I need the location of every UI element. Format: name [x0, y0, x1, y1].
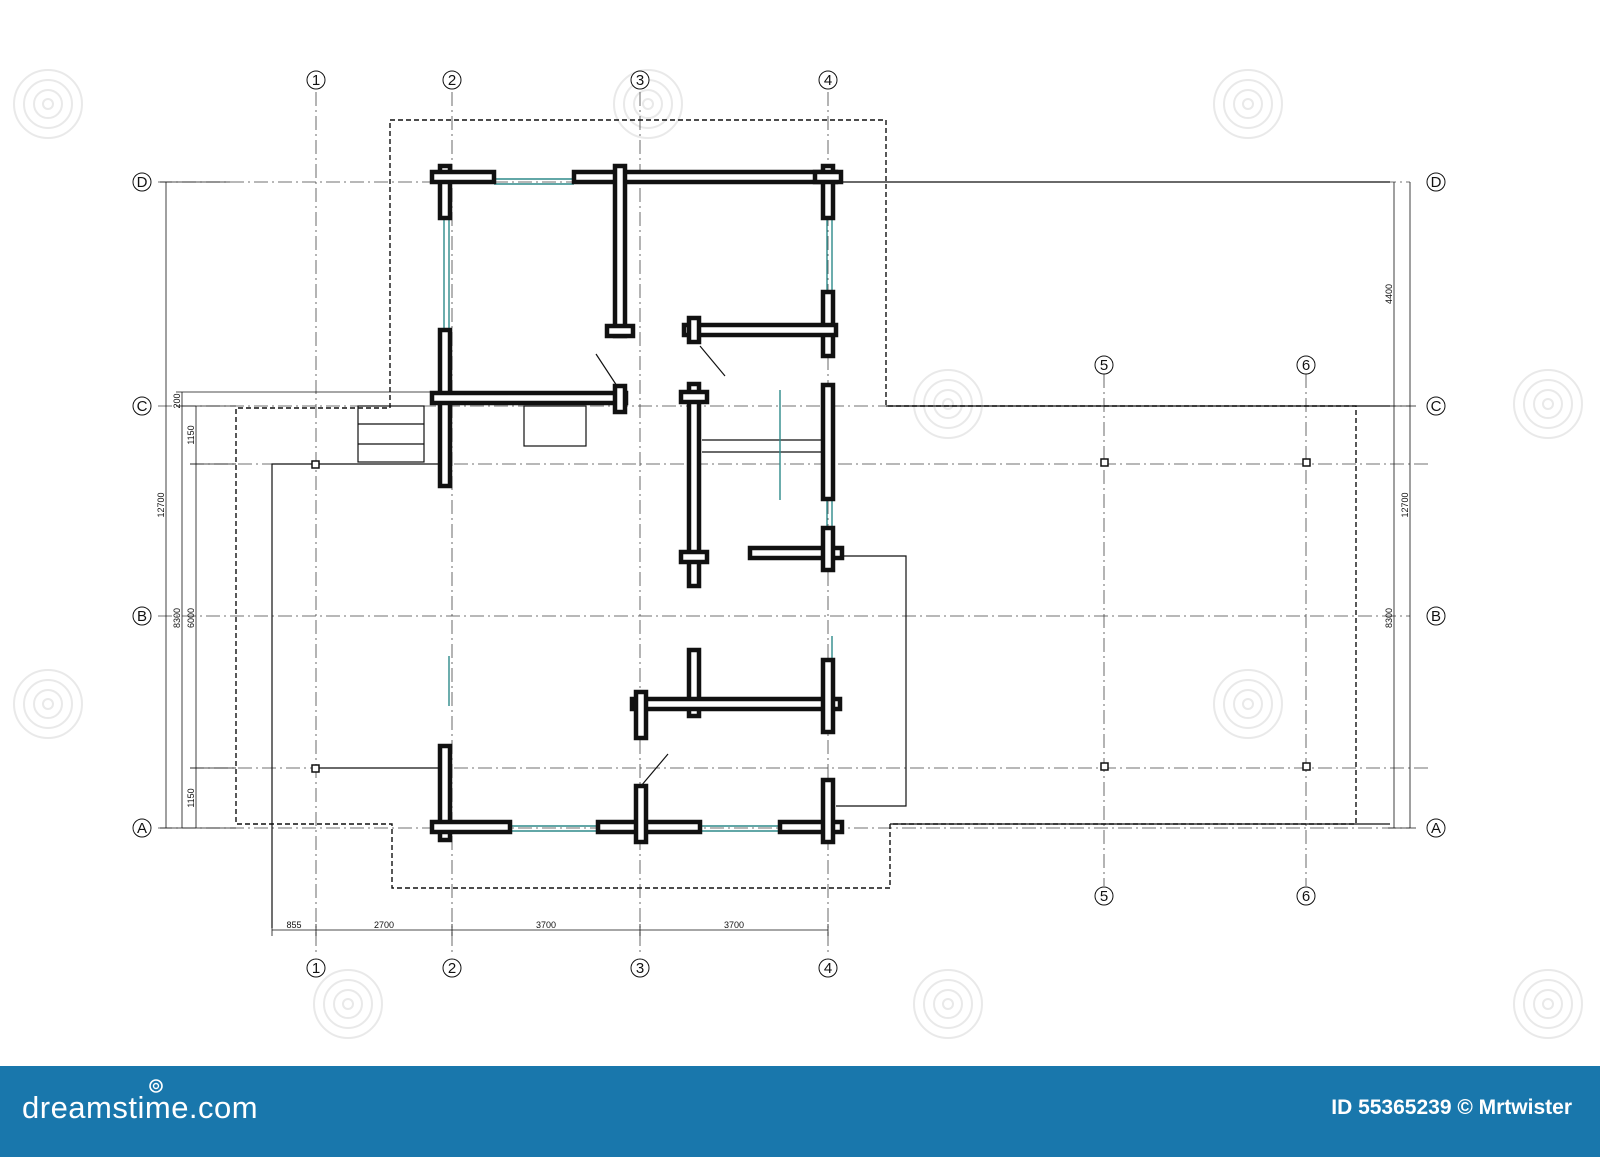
column-label: 5 [1100, 357, 1108, 374]
post [1100, 762, 1109, 771]
column-label: 2 [448, 72, 456, 89]
column-label: 1 [312, 960, 320, 977]
post [311, 460, 320, 469]
column-label: 4 [824, 72, 832, 89]
row-label: C [1431, 398, 1442, 415]
windows [443, 178, 833, 832]
column-label: 4 [824, 960, 832, 977]
row-label: D [1431, 174, 1442, 191]
watermark-spiral [1513, 969, 1583, 1039]
watermark-spiral [1213, 669, 1283, 739]
grid-bubble [1094, 355, 1114, 375]
watermark-spiral [1213, 69, 1283, 139]
posts [311, 458, 1311, 773]
spiral-logo-icon [149, 1079, 163, 1093]
grid-bubble [1094, 886, 1114, 906]
dimension-label: 2700 [374, 920, 394, 930]
post [311, 764, 320, 773]
row-label: B [1431, 608, 1441, 625]
column-label: 6 [1302, 357, 1310, 374]
watermark-spirals [13, 69, 1583, 1039]
brand-logo[interactable]: dreamstime.com [22, 1090, 259, 1125]
grid-labels: 1 2 3 4 1 2 3 4 5 6 5 6 D C B A D C B A [137, 72, 1442, 977]
grid-bubble [306, 958, 326, 978]
grid-bubble [1296, 355, 1316, 375]
grid-bubble [132, 606, 152, 626]
watermark-spiral [913, 969, 983, 1039]
post [1100, 458, 1109, 467]
post [1302, 458, 1311, 467]
grid-bubble [132, 396, 152, 416]
grid-bubble [442, 958, 462, 978]
grid-bubble [132, 172, 152, 192]
post [1302, 762, 1311, 771]
dimension-label: 12700 [1400, 492, 1410, 517]
dimension-labels: 855 2700 3700 3700 200 1150 12700 8300 6… [156, 284, 1410, 930]
row-label: C [137, 398, 148, 415]
dimension-label: 12700 [156, 492, 166, 517]
grid-bubble [630, 958, 650, 978]
watermark-spiral [1513, 369, 1583, 439]
dimension-label: 1150 [186, 788, 196, 807]
grid-bubble [442, 70, 462, 90]
grid-bubbles [132, 70, 1446, 978]
column-label: 3 [636, 960, 644, 977]
watermark-spiral [313, 969, 383, 1039]
dimension-label: 3700 [536, 920, 556, 930]
door-swings [595, 345, 726, 787]
terrace-outline [271, 181, 1390, 928]
row-label: B [137, 608, 147, 625]
dimension-label: 8300 [172, 608, 182, 628]
column-label: 6 [1302, 888, 1310, 905]
row-label: D [137, 174, 148, 191]
grid-bubble [1426, 606, 1446, 626]
dimension-label: 1150 [186, 425, 196, 444]
column-label: 3 [636, 72, 644, 89]
grid-bubble [1426, 172, 1446, 192]
dimension-label: 200 [172, 393, 182, 408]
column-label: 1 [312, 72, 320, 89]
roof-outline [235, 119, 1357, 889]
watermark-spiral [13, 669, 83, 739]
grid-bubble [132, 818, 152, 838]
floor-plan-drawing: 1 2 3 4 1 2 3 4 5 6 5 6 D C B A D C B A … [13, 69, 1583, 1039]
grid-bubble [1296, 886, 1316, 906]
grid-bubble [306, 70, 326, 90]
grid-bubble [1426, 818, 1446, 838]
dimension-label: 4400 [1384, 284, 1394, 304]
grid-bubble [818, 958, 838, 978]
dimension-label: 6000 [186, 608, 196, 628]
watermark-spiral [913, 369, 983, 439]
dimension-label: 3700 [724, 920, 744, 930]
footer-bar: dreamstime.com ID 55365239 © Mrtwister [0, 1066, 1600, 1157]
watermark-spiral [13, 69, 83, 139]
row-label: A [1431, 820, 1441, 837]
dimension-lines [160, 181, 1416, 936]
walls [429, 163, 845, 845]
row-label: A [137, 820, 147, 837]
grid-bubble [630, 70, 650, 90]
column-label: 2 [448, 960, 456, 977]
image-credit: ID 55365239 © Mrtwister [1331, 1096, 1572, 1119]
dimension-label: 8300 [1384, 608, 1394, 628]
grid-bubble [818, 70, 838, 90]
column-label: 5 [1100, 888, 1108, 905]
dimension-label: 855 [286, 920, 301, 930]
watermark-spiral [613, 69, 683, 139]
grid-bubble [1426, 396, 1446, 416]
